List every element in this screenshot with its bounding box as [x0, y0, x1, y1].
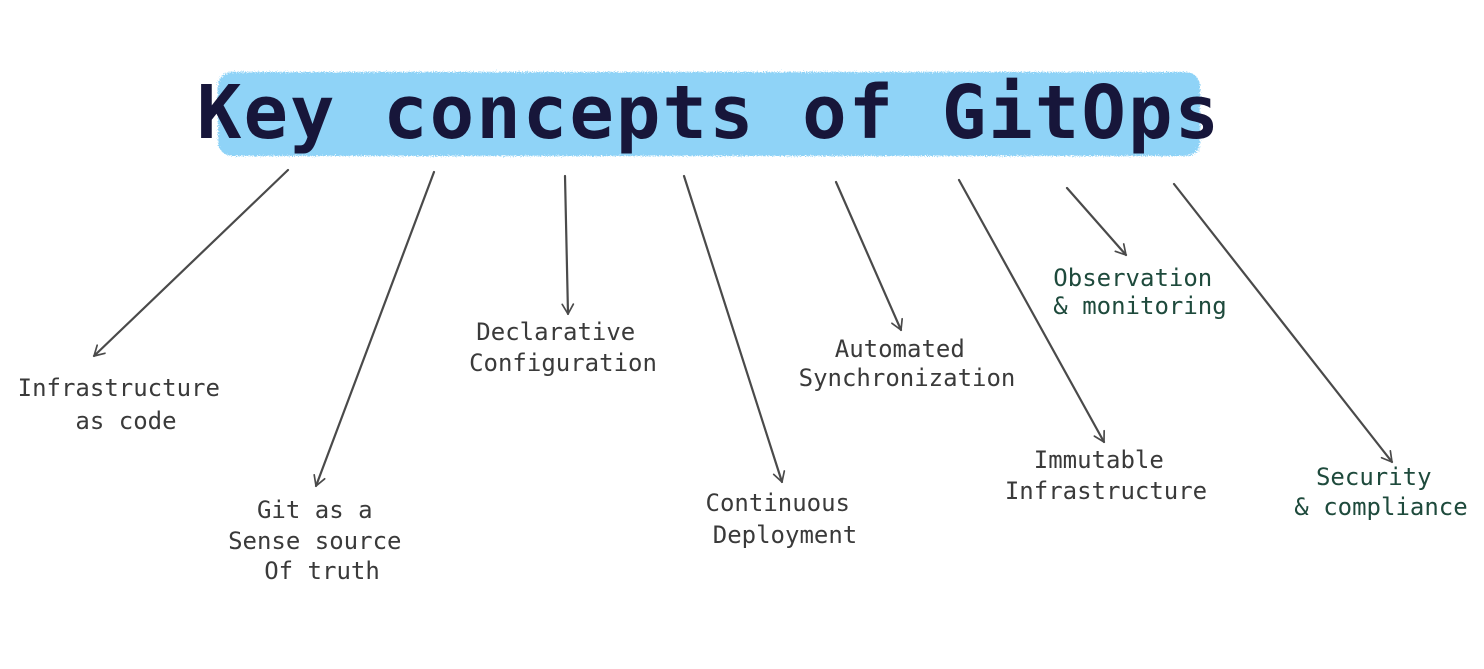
arrow-continuous-deployment — [682, 174, 786, 484]
label-continuous-deployment: Continuous Deployment — [706, 489, 865, 549]
arrow-automated-synchronization — [834, 180, 904, 332]
arrows — [92, 168, 1394, 488]
title-highlight — [218, 72, 1200, 156]
arrow-security-compliance — [1172, 182, 1394, 464]
title-group: Key concepts of GitOps — [197, 70, 1221, 156]
arrow-observation-monitoring — [1065, 186, 1128, 257]
arrow-git-as-source-of-truth — [313, 170, 436, 488]
label-automated-synchronization: Automated Synchronization — [799, 335, 1016, 392]
label-declarative-configuration: Declarative Configuration — [469, 318, 657, 377]
arrow-declarative-configuration — [561, 174, 575, 316]
label-observation-monitoring: Observation & monitoring — [1053, 264, 1226, 320]
arrow-immutable-infrastructure — [957, 178, 1106, 444]
label-infrastructure-as-code: Infrastructure as code — [18, 374, 235, 435]
label-security-compliance: Security & compliance — [1294, 463, 1467, 521]
arrow-infrastructure-as-code — [92, 168, 290, 358]
label-immutable-infrastructure: Immutable Infrastructure — [1005, 446, 1207, 505]
label-git-as-source-of-truth: Git as a Sense source Of truth — [228, 496, 416, 585]
concept-labels: Infrastructure as code Git as a Sense so… — [18, 264, 1468, 585]
page-title: Key concepts of GitOps — [197, 70, 1221, 156]
